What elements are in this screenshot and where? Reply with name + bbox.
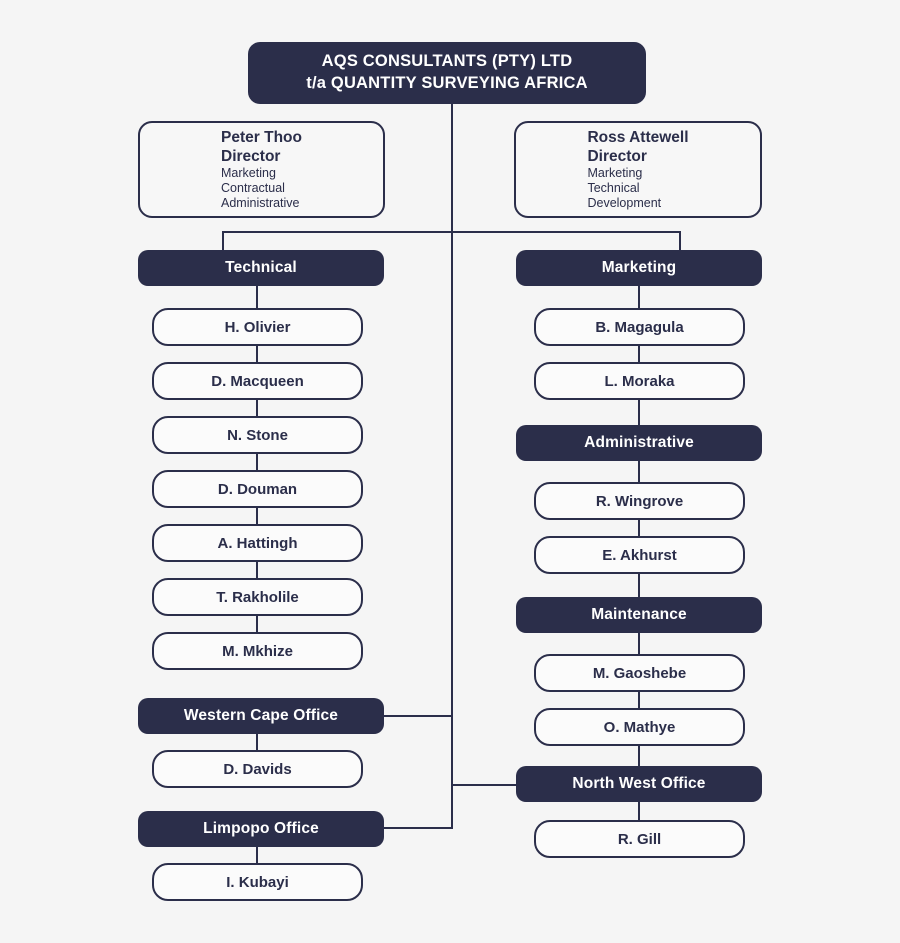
connector-right-marketing-to-magagula xyxy=(638,284,640,310)
connector-branch-top-right xyxy=(451,231,680,233)
director-card-peter-thoo[interactable]: Peter Thoo Director Marketing Contractua… xyxy=(138,121,385,218)
person-box-t-rakholile[interactable]: T. Rakholile xyxy=(152,578,363,616)
person-box-m-mkhize[interactable]: M. Mkhize xyxy=(152,632,363,670)
connector-drop-marketing xyxy=(679,231,681,251)
director-responsibility: Administrative xyxy=(221,196,300,211)
connector-branch-limpopo xyxy=(378,827,453,829)
connector-right-northwest-to-gill xyxy=(638,801,640,821)
root-company-line-1: AQS CONSULTANTS (PTY) LTD xyxy=(321,52,573,71)
section-header-technical[interactable]: Technical xyxy=(138,250,384,286)
connector-left-olivier-to-macqueen xyxy=(256,344,258,364)
connector-right-wingrove-to-akhurst xyxy=(638,518,640,538)
root-company-line-2: t/a QUANTITY SURVEYING AFRICA xyxy=(306,74,588,92)
person-box-n-stone[interactable]: N. Stone xyxy=(152,416,363,454)
person-box-b-magagula[interactable]: B. Magagula xyxy=(534,308,745,346)
section-header-western-cape-office[interactable]: Western Cape Office xyxy=(138,698,384,734)
section-header-administrative[interactable]: Administrative xyxy=(516,425,762,461)
person-box-d-davids[interactable]: D. Davids xyxy=(152,750,363,788)
connector-right-magagula-to-moraka xyxy=(638,344,640,364)
director-name: Peter Thoo xyxy=(221,128,302,146)
connector-left-westerncape-to-davids xyxy=(256,732,258,752)
director-name: Ross Attewell xyxy=(587,128,689,146)
director-card-ross-attewell[interactable]: Ross Attewell Director Marketing Technic… xyxy=(514,121,762,218)
director-responsibility: Marketing xyxy=(221,165,276,180)
section-header-marketing[interactable]: Marketing xyxy=(516,250,762,286)
connector-left-stone-to-douman xyxy=(256,452,258,472)
connector-left-technical-to-olivier xyxy=(256,284,258,310)
connector-right-maintenance-to-gaoshebe xyxy=(638,632,640,656)
connector-right-gaoshebe-to-mathye xyxy=(638,690,640,710)
person-box-i-kubayi[interactable]: I. Kubayi xyxy=(152,863,363,901)
root-company-box[interactable]: AQS CONSULTANTS (PTY) LTD t/a QUANTITY S… xyxy=(248,42,646,104)
person-box-m-gaoshebe[interactable]: M. Gaoshebe xyxy=(534,654,745,692)
person-box-l-moraka[interactable]: L. Moraka xyxy=(534,362,745,400)
connector-left-limpopo-to-kubayi xyxy=(256,845,258,865)
person-box-h-olivier[interactable]: H. Olivier xyxy=(152,308,363,346)
connector-left-douman-to-hattingh xyxy=(256,506,258,526)
connector-left-hattingh-to-rakholile xyxy=(256,560,258,580)
connector-trunk-main xyxy=(451,103,453,829)
person-box-o-mathye[interactable]: O. Mathye xyxy=(534,708,745,746)
person-box-e-akhurst[interactable]: E. Akhurst xyxy=(534,536,745,574)
section-header-maintenance[interactable]: Maintenance xyxy=(516,597,762,633)
person-box-d-douman[interactable]: D. Douman xyxy=(152,470,363,508)
connector-branch-western-cape xyxy=(378,715,453,717)
person-box-r-gill[interactable]: R. Gill xyxy=(534,820,745,858)
person-box-a-hattingh[interactable]: A. Hattingh xyxy=(152,524,363,562)
director-responsibility: Technical xyxy=(587,180,640,195)
director-role: Director xyxy=(221,147,281,165)
connector-branch-top-left xyxy=(222,231,453,233)
connector-left-rakholile-to-mkhize xyxy=(256,614,258,634)
person-box-d-macqueen[interactable]: D. Macqueen xyxy=(152,362,363,400)
connector-drop-technical xyxy=(222,231,224,251)
director-responsibility: Marketing xyxy=(587,165,643,180)
section-header-north-west-office[interactable]: North West Office xyxy=(516,766,762,802)
connector-right-moraka-to-administrative xyxy=(638,398,640,426)
connector-right-administrative-to-wingrove xyxy=(638,460,640,484)
person-box-r-wingrove[interactable]: R. Wingrove xyxy=(534,482,745,520)
director-responsibility: Contractual xyxy=(221,180,285,195)
connector-right-akhurst-to-maintenance xyxy=(638,572,640,598)
connector-branch-north-west xyxy=(451,784,519,786)
director-role: Director xyxy=(587,147,647,165)
connector-right-mathye-to-northwest xyxy=(638,744,640,767)
section-header-limpopo-office[interactable]: Limpopo Office xyxy=(138,811,384,847)
connector-left-macqueen-to-stone xyxy=(256,398,258,418)
director-responsibility: Development xyxy=(587,196,662,211)
